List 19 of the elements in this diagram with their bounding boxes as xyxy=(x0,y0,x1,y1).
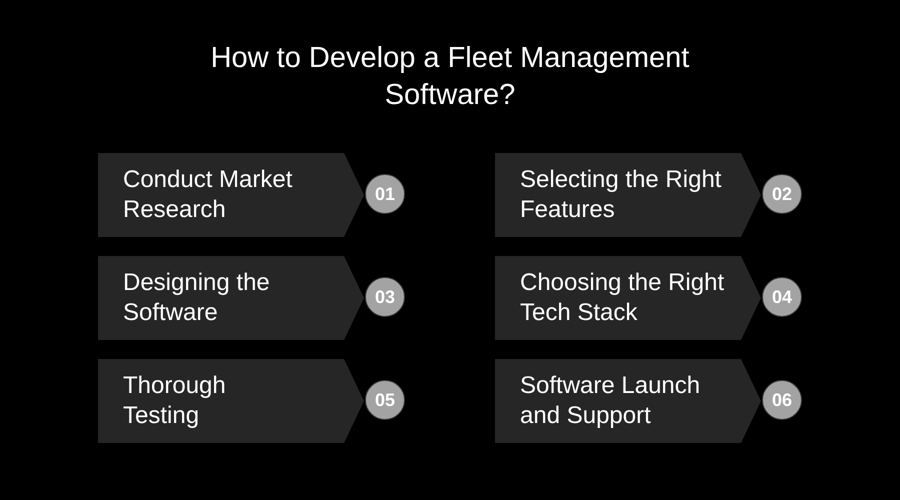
step-title: Selecting the Right Features xyxy=(520,165,722,225)
diagram-title: How to Develop a Fleet Management Software? xyxy=(210,41,690,113)
step-title: Thorough Testing xyxy=(123,371,227,431)
step-card xyxy=(495,359,761,443)
step-card xyxy=(495,153,761,237)
step-number-badge: 06 xyxy=(762,380,802,420)
step-number-badge: 02 xyxy=(762,174,802,214)
step-card xyxy=(98,256,364,340)
step-title: Designing the Software xyxy=(123,268,271,328)
step-title: Choosing the Right Tech Stack xyxy=(520,268,726,328)
step-number-badge: 03 xyxy=(365,277,405,317)
step-number-badge: 05 xyxy=(365,380,405,420)
step-card xyxy=(98,153,364,237)
step-title: Software Launch and Support xyxy=(520,371,702,431)
step-card xyxy=(98,359,364,443)
step-number-badge: 01 xyxy=(365,174,405,214)
step-title: Conduct Market Research xyxy=(123,165,294,225)
step-number-badge: 04 xyxy=(762,277,802,317)
step-card xyxy=(495,256,761,340)
